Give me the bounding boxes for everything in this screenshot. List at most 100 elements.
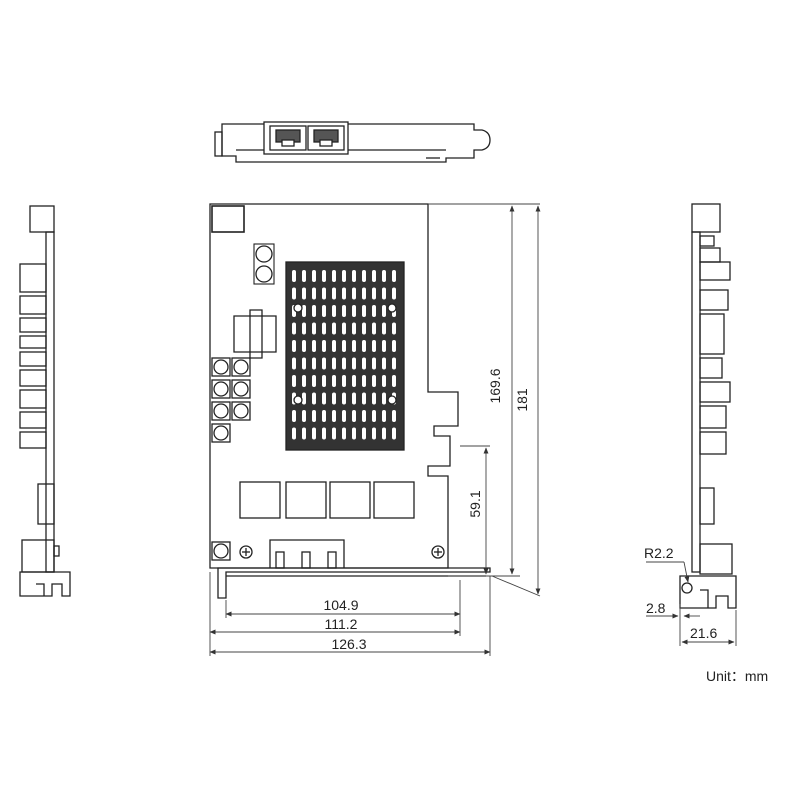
- heatsink-slot: [342, 270, 346, 282]
- left-side-view: [19, 205, 71, 597]
- heatsink-slot: [372, 287, 376, 300]
- heatsink-slot: [372, 375, 376, 387]
- chip-4: [373, 481, 415, 519]
- heatsink-slot: [332, 410, 336, 422]
- heatsink-slot: [312, 305, 316, 317]
- dim-width-b: 111.2: [325, 616, 358, 632]
- heatsink-slot: [342, 305, 346, 317]
- heatsink-slot: [302, 340, 306, 352]
- heatsink-fins: [292, 270, 397, 440]
- heatsink-slot: [392, 340, 396, 352]
- heatsink-slot: [362, 322, 366, 335]
- heatsink-slot: [352, 305, 356, 317]
- heatsink-slot: [312, 340, 316, 352]
- dim-height-c: 59.1: [467, 490, 483, 517]
- heatsink-slot: [342, 427, 346, 440]
- chip-1: [239, 481, 281, 519]
- heatsink-slot: [352, 375, 356, 387]
- heatsink-slot: [382, 322, 386, 335]
- heatsink-slot: [292, 357, 296, 370]
- dimension-lines: [209, 203, 737, 656]
- heatsink-slot: [322, 357, 326, 370]
- heatsink-slot: [302, 427, 306, 440]
- heatsink-slot: [312, 392, 316, 405]
- heatsink-slot: [292, 375, 296, 387]
- heatsink-slot: [372, 392, 376, 405]
- heatsink-slot: [292, 427, 296, 440]
- heatsink-slot: [362, 270, 366, 282]
- heatsink-slot: [332, 375, 336, 387]
- heatsink-slot: [312, 375, 316, 387]
- corner-pad: [211, 205, 245, 233]
- heatsink-slot: [382, 287, 386, 300]
- heatsink-slot: [322, 305, 326, 317]
- heatsink-slot: [372, 322, 376, 335]
- heatsink-slot: [352, 287, 356, 300]
- pcie-connector: [269, 539, 345, 568]
- heatsink-slot: [332, 392, 336, 405]
- dim-width-a: 104.9: [323, 597, 358, 613]
- heatsink-slot: [322, 427, 326, 440]
- dim-height-a: 169.6: [487, 368, 503, 403]
- heatsink-slot: [342, 287, 346, 300]
- unit-label: Unit：mm: [706, 668, 769, 684]
- heatsink-slot: [372, 357, 376, 370]
- heatsink-slot: [292, 322, 296, 335]
- heatsink-slot: [352, 270, 356, 282]
- heatsink-slot: [312, 427, 316, 440]
- heatsink-screw: [387, 303, 397, 313]
- heatsink-screw: [293, 395, 303, 405]
- heatsink-slot: [392, 322, 396, 335]
- heatsink-slot: [392, 270, 396, 282]
- heatsink-slot: [372, 410, 376, 422]
- heatsink-slot: [382, 357, 386, 370]
- heatsink-slot: [342, 410, 346, 422]
- heatsink-slot: [332, 340, 336, 352]
- dim-radius: R2.2: [644, 545, 674, 561]
- front-view: [209, 203, 491, 599]
- heatsink-slot: [302, 375, 306, 387]
- heatsink-slot: [342, 357, 346, 370]
- capacitor-grid: [211, 357, 251, 443]
- rj45-port-right: [307, 125, 345, 151]
- dim-width-c: 126.3: [331, 636, 366, 652]
- heatsink-slot: [372, 427, 376, 440]
- heatsink-slot: [342, 392, 346, 405]
- heatsink-slot: [382, 375, 386, 387]
- heatsink-slot: [322, 322, 326, 335]
- heatsink-slot: [292, 270, 296, 282]
- heatsink-slot: [362, 287, 366, 300]
- heatsink-slot: [332, 287, 336, 300]
- heatsink-slot: [322, 392, 326, 405]
- heatsink-slot: [372, 305, 376, 317]
- heatsink-slot: [302, 270, 306, 282]
- heatsink-slot: [382, 340, 386, 352]
- heatsink-slot: [352, 322, 356, 335]
- heatsink-slot: [332, 322, 336, 335]
- dim-height-b: 181: [514, 388, 530, 412]
- heatsink-slot: [362, 427, 366, 440]
- heatsink-slot: [312, 410, 316, 422]
- heatsink-slot: [302, 410, 306, 422]
- heatsink-slot: [392, 357, 396, 370]
- heatsink-slot: [322, 340, 326, 352]
- heatsink-slot: [292, 340, 296, 352]
- heatsink-slot: [392, 287, 396, 300]
- heatsink-slot: [302, 322, 306, 335]
- heatsink-slot: [362, 375, 366, 387]
- heatsink-slot: [362, 340, 366, 352]
- heatsink-slot: [382, 427, 386, 440]
- heatsink-slot: [362, 392, 366, 405]
- mounting-hole-bottom-left: [239, 545, 253, 559]
- heatsink-slot: [382, 270, 386, 282]
- heatsink-slot: [392, 375, 396, 387]
- right-side-view: [679, 203, 737, 609]
- heatsink-slot: [382, 392, 386, 405]
- heatsink-slot: [352, 392, 356, 405]
- heatsink-slot: [342, 322, 346, 335]
- chip-3: [329, 481, 371, 519]
- mounting-hole-bottom-right: [431, 545, 445, 559]
- heatsink-slot: [302, 357, 306, 370]
- heatsink-slot: [362, 410, 366, 422]
- heatsink-slot: [342, 340, 346, 352]
